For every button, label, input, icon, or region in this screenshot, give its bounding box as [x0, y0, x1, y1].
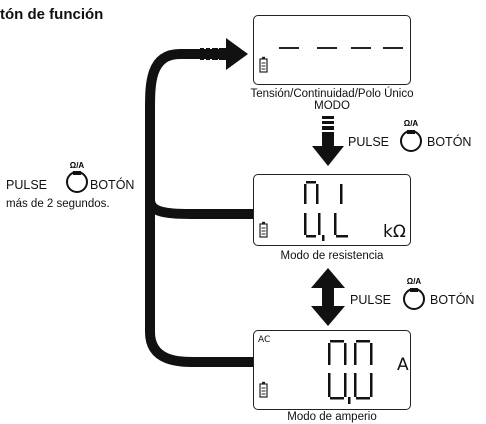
- ampere-mode-caption: Modo de amperio: [287, 411, 377, 423]
- ampere-unit: A: [397, 355, 409, 375]
- double-arrow: [311, 268, 345, 326]
- left-duration-label: más de 2 segundos.: [6, 198, 110, 210]
- resistance-mode-display: kΩ: [253, 174, 411, 246]
- resistance-mode-caption: Modo de resistencia: [280, 250, 384, 262]
- left-button-label: BOTÓN: [90, 178, 135, 192]
- battery-icon: [259, 56, 268, 73]
- page-title: tón de función: [0, 6, 104, 23]
- battery-icon: [259, 381, 268, 398]
- button-symbol-label: Ω/A: [404, 119, 419, 128]
- dash-segment: [317, 47, 337, 50]
- seven-segment-readout: [328, 340, 373, 404]
- transition-2-button: BOTÓN: [430, 293, 475, 307]
- seven-segment-readout: [304, 181, 348, 241]
- battery-icon: [259, 221, 268, 238]
- push-button-icon: Ω/A: [66, 161, 88, 193]
- dash-segment: [351, 47, 371, 50]
- left-pulse-label: PULSE: [6, 178, 47, 192]
- transition-1-pulse: PULSE: [348, 135, 389, 149]
- push-button-icon: Ω/A: [403, 277, 425, 310]
- transition-1-button: BOTÓN: [427, 135, 472, 149]
- dash-segment: [383, 47, 403, 50]
- button-symbol-label: Ω/A: [407, 277, 422, 286]
- ampere-mode-display: AC A: [253, 330, 411, 410]
- dash-segment: [279, 47, 299, 50]
- push-button-icon: Ω/A: [400, 119, 422, 152]
- voltage-mode-display: [253, 15, 411, 85]
- voltage-mode-caption-2: MODO: [314, 100, 350, 112]
- down-arrow: [312, 116, 344, 166]
- resistance-unit: kΩ: [383, 222, 406, 242]
- transition-2-pulse: PULSE: [350, 293, 391, 307]
- button-symbol-label: Ω/A: [70, 161, 85, 170]
- ac-indicator: AC: [258, 335, 271, 345]
- voltage-mode-caption: Tensión/Continuidad/Polo Único: [250, 88, 414, 100]
